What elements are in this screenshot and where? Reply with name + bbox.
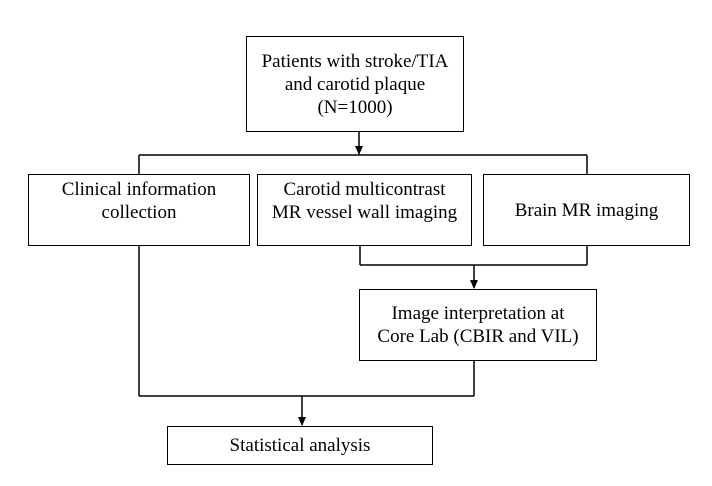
image-interpretation-node: Image interpretation at Core Lab (CBIR a… [359,289,597,361]
brain-imaging-label: Brain MR imaging [514,199,659,221]
brain-imaging-node: Brain MR imaging [483,174,690,246]
clinical-information-label: Clinical information collection [61,179,217,223]
carotid-imaging-node: Carotid multicontrast MR vessel wall ima… [257,174,472,246]
patients-node: Patients with stroke/TIA and carotid pla… [246,36,464,132]
carotid-imaging-label: Carotid multicontrast MR vessel wall ima… [271,179,458,223]
image-interpretation-label: Image interpretation at Core Lab (CBIR a… [377,303,579,347]
statistical-analysis-node: Statistical analysis [167,426,433,465]
patients-label: Patients with stroke/TIA and carotid pla… [261,50,449,118]
statistical-analysis-label: Statistical analysis [229,435,371,456]
clinical-information-node: Clinical information collection [28,174,250,246]
